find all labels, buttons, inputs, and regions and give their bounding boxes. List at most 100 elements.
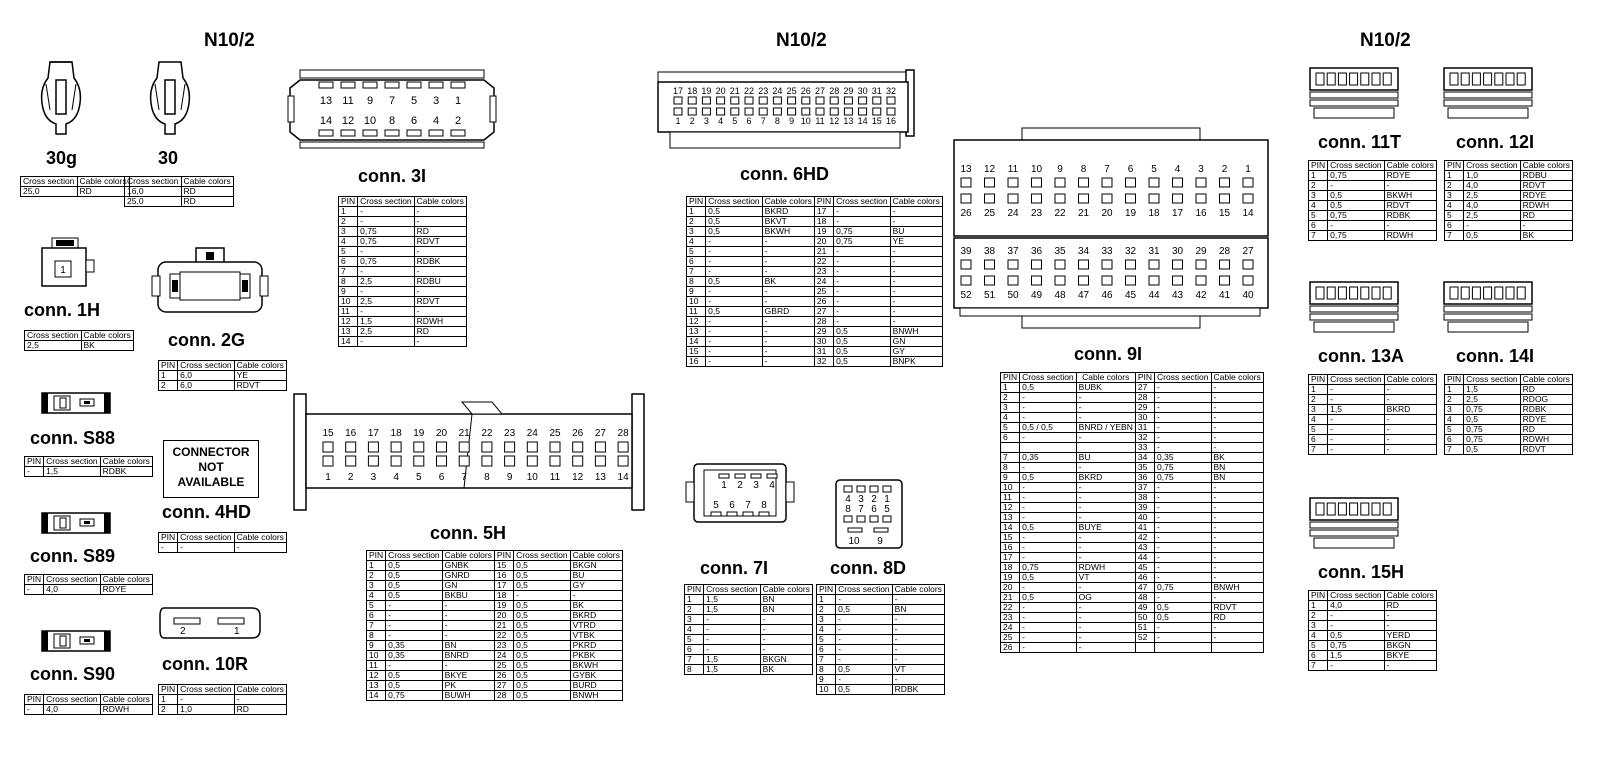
pin-number: 10 [364,115,376,127]
table-cell: - [891,594,945,605]
table-cell: 0,5 [513,670,571,681]
column-header: Cable colors [76,176,130,187]
table-cell: GN [441,580,495,591]
table-cell: 31 [1134,422,1156,433]
table-cell: BK [761,276,815,287]
table-cell: 6 [683,644,705,655]
table-cell: - [1019,412,1077,423]
table-cell: RDBK [413,256,467,267]
label-conn-15h: conn. 15H [1318,562,1405,582]
table-cell: 0,75 [357,226,415,237]
pin-number: 7 [1104,164,1110,175]
table-cell: - [1327,620,1385,631]
table-cell: - [1075,462,1136,473]
column-header: Cable colors [1075,372,1136,383]
table-cell: PKBK [569,650,623,661]
table-cell: - [1075,582,1136,593]
connector-s88-drawing [41,392,111,414]
table-cell: RD [413,326,467,337]
table-cell: - [1327,424,1385,435]
pin-cavity [1460,72,1470,86]
table-cell: RDBU [413,276,467,287]
pin-number: 2 [871,494,877,505]
label-conn-5h: conn. 5H [430,523,507,543]
table-cell: 23 [493,640,515,651]
column-header: PIN [157,532,179,543]
column-header: PIN [1307,374,1329,385]
pin-cavity [726,511,738,517]
table-cell: - [1327,394,1385,405]
table-cell: BKYE [1383,650,1437,661]
table-cell: - [1019,482,1077,493]
table-cell: 7 [337,266,359,277]
column-header: Cross section [833,196,891,207]
table-cell: - [1210,622,1264,633]
pin-cavity [1471,286,1481,300]
pin-cavity [504,455,516,467]
table-cell: - [1210,412,1264,423]
pin-cavity [701,107,711,116]
table-cell: - [889,286,943,297]
table-cell: RDBK [1383,210,1437,221]
column-header: PIN [23,456,45,467]
table-cell: 34 [1134,452,1156,463]
table-cell: - [889,206,943,217]
label-conn-11t: conn. 11T [1318,132,1402,152]
pin-number: 5 [884,504,890,515]
pin-cavity [322,441,334,453]
column-header: Cross section [177,360,235,371]
table-row: 2-- [1307,610,1437,621]
table-cell: 2,5 [24,340,82,351]
pin-number: 7 [461,472,467,483]
table-cell: BKGN [759,654,813,665]
table-cell: 0,75 [1154,472,1212,483]
table-cell: - [385,660,443,671]
table-cell: - [1075,632,1136,643]
table-cell: - [1210,512,1264,523]
connector-10r-drawing: 2 1 [159,607,261,639]
pin-cavity [1315,502,1325,516]
column-header: Cable colors [1383,160,1437,171]
table-cell: 1 [1307,384,1329,395]
pin-cavity [687,107,697,116]
table-cell: - [1210,522,1264,533]
table-cell [1210,642,1264,653]
table-row: 6-- [1307,220,1437,231]
pin-number: 45 [1125,290,1137,301]
table-cell: - [833,306,891,317]
table-cell: 3 [685,226,707,237]
table-cell: - [1383,444,1437,455]
table-cell: RDWH [99,704,153,715]
table-cell: 0,5 [1327,200,1385,211]
table-cell: 19 [813,226,835,237]
table-cell: 5 [683,634,705,645]
pin-cavity [1031,193,1042,204]
table-cell: RDBK [1519,404,1573,415]
column-header: Cross section [177,684,235,695]
table-cell: - [1075,532,1136,543]
table-row: --- [157,542,287,553]
pin-cavity [362,129,378,137]
column-header: Cross section [43,694,101,705]
column-header: Cross section [1327,374,1385,385]
table-cell: 2 [1443,180,1465,191]
table-cell: - [1075,502,1136,513]
connector-frame [1309,521,1399,529]
pin-number: 6 [439,472,445,483]
table-cell: 20 [813,236,835,247]
column-header: Cross section [1327,160,1385,171]
table-cell: - [761,326,815,337]
table-cell: 6 [365,610,387,621]
table-cell: 7 [815,654,837,665]
table-cell: PK [441,680,495,691]
table-cell: 0,5 [833,356,891,367]
table-cell: - [1154,592,1212,603]
table-cell: 0,5 [513,560,571,571]
table-cell: 0,5 [513,570,571,581]
pin-number: 24 [772,86,782,96]
